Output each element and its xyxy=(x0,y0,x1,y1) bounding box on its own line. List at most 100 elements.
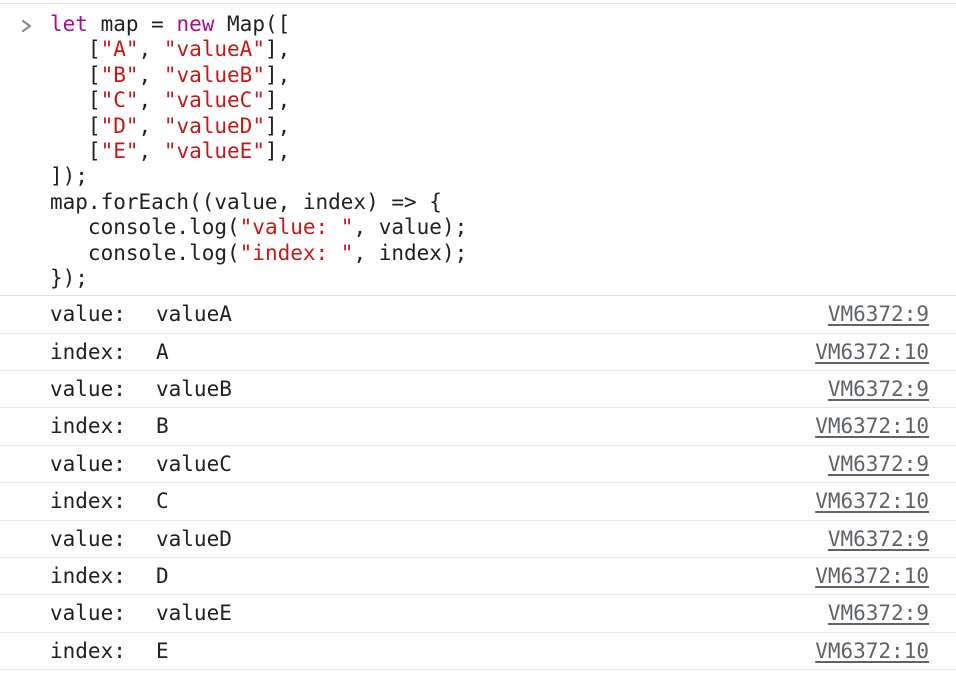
log-message: index: C VM6372:10 xyxy=(0,483,956,521)
code-token: ], xyxy=(264,138,291,163)
log-value: valueC xyxy=(156,451,232,476)
code-token: , xyxy=(138,37,164,62)
code-token: "valueA" xyxy=(163,37,265,62)
log-label: value: xyxy=(50,302,126,327)
source-link[interactable]: VM6372:9 xyxy=(827,377,929,402)
log-label: index: xyxy=(50,339,126,364)
source-link[interactable]: VM6372:9 xyxy=(827,601,929,626)
code-token: ], xyxy=(264,62,291,87)
source-link[interactable]: VM6372:10 xyxy=(815,414,929,439)
code-line: ["A", "valueA"], xyxy=(50,37,956,62)
code-line: console.log("value: ", value); xyxy=(50,215,956,240)
code-token: console.log( xyxy=(50,240,240,265)
code-token: , value); xyxy=(353,215,468,240)
code-token: "valueC" xyxy=(163,88,265,113)
code-token: "value: " xyxy=(239,215,354,240)
log-value: B xyxy=(156,414,169,439)
log-value: A xyxy=(156,339,169,364)
log-text: value: valueD xyxy=(50,521,232,558)
log-message: value: valueE VM6372:9 xyxy=(0,595,956,633)
log-label: index: xyxy=(50,638,126,663)
code-token: "E" xyxy=(100,138,139,163)
log-value: valueA xyxy=(156,302,232,327)
code-token: , xyxy=(138,62,164,87)
log-text: index: E xyxy=(50,633,169,670)
code-token: ], xyxy=(264,37,291,62)
code-token: "index: " xyxy=(239,240,354,265)
source-link[interactable]: VM6372:9 xyxy=(827,526,929,551)
log-label: value: xyxy=(50,377,126,402)
log-label: value: xyxy=(50,526,126,551)
log-value: valueB xyxy=(156,377,232,402)
code-token: [ xyxy=(50,88,101,113)
log-value: D xyxy=(156,564,169,589)
code-token: }); xyxy=(50,265,88,290)
source-link[interactable]: VM6372:10 xyxy=(815,339,929,364)
log-text: value: valueB xyxy=(50,371,232,408)
source-link[interactable]: VM6372:10 xyxy=(815,489,929,514)
code-line: ["C", "valueC"], xyxy=(50,88,956,113)
code-token: Map([ xyxy=(214,12,291,36)
log-message: value: valueC VM6372:9 xyxy=(0,446,956,484)
code-token: "A" xyxy=(100,37,139,62)
log-text: index: A xyxy=(50,334,169,371)
code-token: map = xyxy=(87,12,177,36)
code-token: [ xyxy=(50,138,101,163)
code-token: [ xyxy=(50,62,101,87)
log-message: value: valueD VM6372:9 xyxy=(0,521,956,559)
source-link[interactable]: VM6372:10 xyxy=(815,564,929,589)
code-token: ], xyxy=(264,113,291,138)
log-messages: value:valueA VM6372:9 index:A VM6372:10 … xyxy=(0,296,956,671)
code-line: let map = new Map([ xyxy=(50,12,956,37)
log-text: value: valueC xyxy=(50,446,232,483)
log-message: index: B VM6372:10 xyxy=(0,408,956,446)
code-token: console.log( xyxy=(50,215,240,240)
log-text: value: valueA xyxy=(50,296,232,333)
log-value: valueE xyxy=(156,601,232,626)
code-token: , xyxy=(138,88,164,113)
log-label: index: xyxy=(50,489,126,514)
code-token: "valueE" xyxy=(163,138,265,163)
log-text: index: C xyxy=(50,483,169,520)
log-value: C xyxy=(156,489,169,514)
source-link[interactable]: VM6372:9 xyxy=(827,302,929,327)
top-divider xyxy=(0,0,956,4)
code-token: ], xyxy=(264,88,291,113)
console-input-entry[interactable]: let map = new Map([ ["A", "valueA"], ["B… xyxy=(0,4,956,297)
code-token: "B" xyxy=(100,62,139,87)
log-label: index: xyxy=(50,564,126,589)
log-value: valueD xyxy=(156,526,232,551)
log-message: value: valueB VM6372:9 xyxy=(0,371,956,409)
log-label: value: xyxy=(50,601,126,626)
code-token: "valueD" xyxy=(163,113,265,138)
source-link[interactable]: VM6372:10 xyxy=(815,638,929,663)
code-token: , index); xyxy=(353,240,468,265)
code-token: , xyxy=(138,138,164,163)
log-message: index: A VM6372:10 xyxy=(0,334,956,372)
code-token: "D" xyxy=(100,113,139,138)
code-token: ]); xyxy=(50,164,88,189)
code-line: ["B", "valueB"], xyxy=(50,63,956,88)
code-token: , xyxy=(138,113,164,138)
log-label: value: xyxy=(50,451,126,476)
code-line: console.log("index: ", index); xyxy=(50,241,956,266)
code-token: [ xyxy=(50,113,101,138)
code-line: ]); xyxy=(50,164,956,189)
code-line: ["E", "valueE"], xyxy=(50,139,956,164)
log-value: E xyxy=(156,638,169,663)
log-label: index: xyxy=(50,414,126,439)
source-link[interactable]: VM6372:9 xyxy=(827,451,929,476)
code-token: [ xyxy=(50,37,101,62)
code-line: ["D", "valueD"], xyxy=(50,114,956,139)
log-text: index: B xyxy=(50,408,169,445)
code-line: map.forEach((value, index) => { xyxy=(50,190,956,215)
code-token: "valueB" xyxy=(163,62,265,87)
log-message: index: E VM6372:10 xyxy=(0,633,956,671)
code-line: }); xyxy=(50,266,956,291)
log-message: value: valueA VM6372:9 xyxy=(0,296,956,334)
log-text: value: valueE xyxy=(50,595,232,632)
code-token: "C" xyxy=(100,88,139,113)
log-text: index: D xyxy=(50,558,169,595)
chevron-right-icon xyxy=(21,19,32,33)
